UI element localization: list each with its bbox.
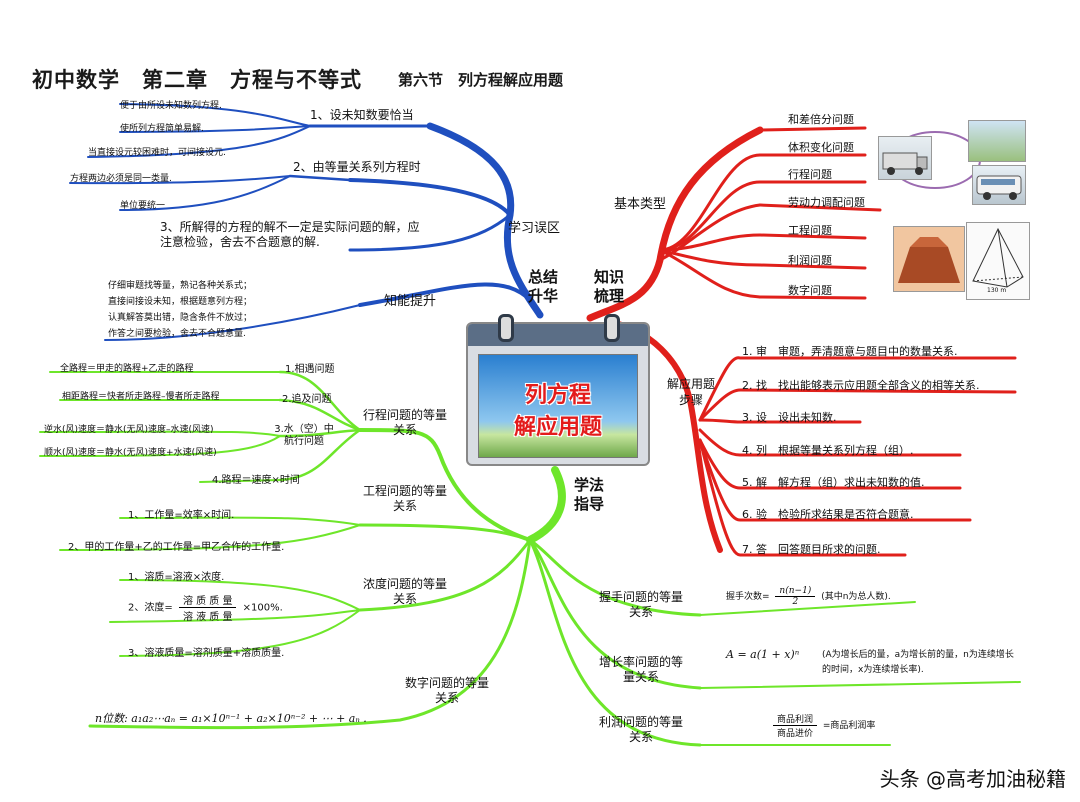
step-item: 6. 验 检验所求结果是否符合题意. xyxy=(742,508,914,521)
concentration-item-1: 1、溶质=溶液×浓度. xyxy=(128,572,225,583)
digits-label: 数字问题的等量关系 xyxy=(404,676,489,705)
handshake-label: 握手问题的等量关系 xyxy=(598,590,683,619)
concentration-suffix: ×100%. xyxy=(242,602,283,614)
crowd-photo xyxy=(968,120,1026,162)
concentration-label: 浓度问题的等量关系 xyxy=(362,577,447,606)
calendar-ring-icon xyxy=(604,314,620,342)
hub-knowledge: 知识 梳理 xyxy=(593,268,624,305)
profit-label: 利润问题的等量关系 xyxy=(598,715,683,744)
concentration-prefix: 2、浓度= xyxy=(128,602,173,614)
type-item: 行程问题 xyxy=(788,168,832,181)
step-item: 7. 答 回答题目所求的问题. xyxy=(742,543,881,556)
step-item: 3. 设 设出未知数. xyxy=(742,411,837,424)
concentration-fraction: 溶 质 质 量 溶 液 质 量 xyxy=(178,592,237,623)
center-title-line1: 列方程 xyxy=(524,383,591,408)
handshake-prefix: 握手次数= xyxy=(726,592,770,602)
type-item: 数字问题 xyxy=(788,284,832,297)
travel-sub: 全路程＝甲走的路程+乙走的路程 xyxy=(60,364,194,374)
travel-sub: 顺水(风)速度＝静水(无风)速度+水速(风速) xyxy=(44,448,217,458)
fraction-denominator: 2 xyxy=(792,597,799,607)
pitfall-item-1: 1、设未知数要恰当 xyxy=(310,108,414,122)
bus-photo xyxy=(972,165,1026,205)
truck-photo xyxy=(878,136,932,180)
travel-sub: 逆水(风)速度＝静水(无风)速度–水速(风速) xyxy=(44,425,214,435)
travel-item: 2.追及问题 xyxy=(282,394,332,405)
growth-formula: A = a(1 + x)ⁿ xyxy=(726,648,800,661)
pyramid-diagram: 130 m xyxy=(966,222,1030,300)
steps-label: 解应用题步骤 xyxy=(666,377,715,407)
ability-line-1: 仔细审题找等量，熟记各种关系式； xyxy=(108,281,253,291)
fraction-numerator: 溶 质 质 量 xyxy=(178,592,237,608)
pitfall-item-2: 2、由等量关系列方程时 xyxy=(293,160,421,174)
pitfall-sub-2-1: 方程两边必须是同一类量. xyxy=(70,174,172,184)
type-item: 利润问题 xyxy=(788,254,832,267)
pitfall-sub-1-2: 使所列方程简单易解. xyxy=(120,124,204,134)
step-item: 1. 审 审题，弄清题意与题目中的数量关系. xyxy=(742,345,958,358)
work-label: 工程问题的等量关系 xyxy=(362,484,447,513)
page-title: 初中数学 第二章 方程与不等式 xyxy=(32,68,362,92)
growth-note: (A为增长后的量，a为增长前的量，n为连续增长的时间，x为连续增长率). xyxy=(822,650,1014,675)
work-item: 1、工作量=效率×时间. xyxy=(128,510,235,521)
step-item: 4. 列 根据等量关系列方程（组）. xyxy=(742,444,914,457)
pyramid-solid-figure xyxy=(893,226,965,292)
calendar-ring-icon xyxy=(498,314,514,342)
work-item: 2、甲的工作量+乙的工作量=甲乙合作的工作量. xyxy=(68,542,285,553)
concentration-item-2: 2、浓度= 溶 质 质 量 溶 液 质 量 ×100%. xyxy=(128,592,283,623)
travel-item: 1.相遇问题 xyxy=(285,364,335,375)
type-item: 劳动力调配问题 xyxy=(788,196,865,209)
hub-summary: 总结 升华 xyxy=(527,268,558,305)
ability-label: 知能提升 xyxy=(384,294,437,309)
fraction-numerator: 商品利润 xyxy=(773,712,818,726)
calendar-sky-picture: 列方程 解应用题 xyxy=(478,354,638,458)
step-item: 2. 找 找出能够表示应用题全部含义的相等关系. xyxy=(742,379,980,392)
center-title-line2: 解应用题 xyxy=(513,415,602,440)
fraction-denominator: 商品进价 xyxy=(777,729,814,739)
travel-item: 3.水（空）中航行问题 xyxy=(274,424,334,447)
calendar-header-bar xyxy=(468,324,648,346)
ability-line-3: 认真解答莫出错，隐含条件不放过； xyxy=(108,313,253,323)
profit-suffix: =商品利润率 xyxy=(822,721,876,731)
types-label: 基本类型 xyxy=(614,197,667,212)
pitfall-sub-1-3: 当直接设元较困难时，可间接设元. xyxy=(88,148,226,158)
travel-sub: 相距路程＝快者所走路程–慢者所走路程 xyxy=(62,392,220,402)
hub-method: 学法 指导 xyxy=(573,476,604,513)
pitfall-item-3: 3、所解得的方程的解不一定是实际问题的解，应注意检验，舍去不合题意的解. xyxy=(160,220,420,249)
fraction-denominator: 溶 液 质 量 xyxy=(182,612,233,623)
pitfalls-label: 学习误区 xyxy=(508,221,561,236)
handshake-fraction: n(n−1) 2 xyxy=(775,586,816,607)
step-item: 5. 解 解方程（组）求出未知数的值. xyxy=(742,476,925,489)
pitfall-sub-2-2: 单位要统一 xyxy=(120,201,166,211)
type-item: 体积变化问题 xyxy=(788,141,854,154)
travel-label: 行程问题的等量关系 xyxy=(362,408,447,437)
fraction-numerator: n(n−1) xyxy=(775,586,816,597)
watermark: 头条 @高考加油秘籍 xyxy=(879,767,1066,791)
digits-formula: n位数: a₁a₂⋯aₙ = a₁×10ⁿ⁻¹ + a₂×10ⁿ⁻² + ⋯ +… xyxy=(95,712,367,725)
growth-label: 增长率问题的等量关系 xyxy=(598,655,683,684)
type-item: 和差倍分问题 xyxy=(788,113,854,126)
ability-line-4: 作答之间要检验，舍去不合题意量. xyxy=(108,329,246,339)
pitfall-sub-1-1: 便于由所设未知数列方程. xyxy=(120,101,222,111)
type-item: 工程问题 xyxy=(788,224,832,237)
profit-fraction: 商品利润 商品进价 xyxy=(773,712,818,739)
pyramid-base-label: 130 m xyxy=(987,287,1007,294)
travel-item: 4.路程＝速度×时间 xyxy=(212,475,300,486)
center-calendar-node: 列方程 解应用题 xyxy=(466,314,650,466)
handshake-formula: 握手次数= n(n−1) 2 (其中n为总人数). xyxy=(726,586,891,607)
concentration-item-3: 3、溶液质量=溶剂质量+溶质质量. xyxy=(128,648,285,659)
handshake-suffix: (其中n为总人数). xyxy=(821,592,891,602)
ability-line-2: 直接间接设未知，根据题意列方程； xyxy=(108,297,253,307)
page-subtitle: 第六节 列方程解应用题 xyxy=(398,71,564,89)
profit-formula: 商品利润 商品进价 =商品利润率 xyxy=(770,712,875,739)
